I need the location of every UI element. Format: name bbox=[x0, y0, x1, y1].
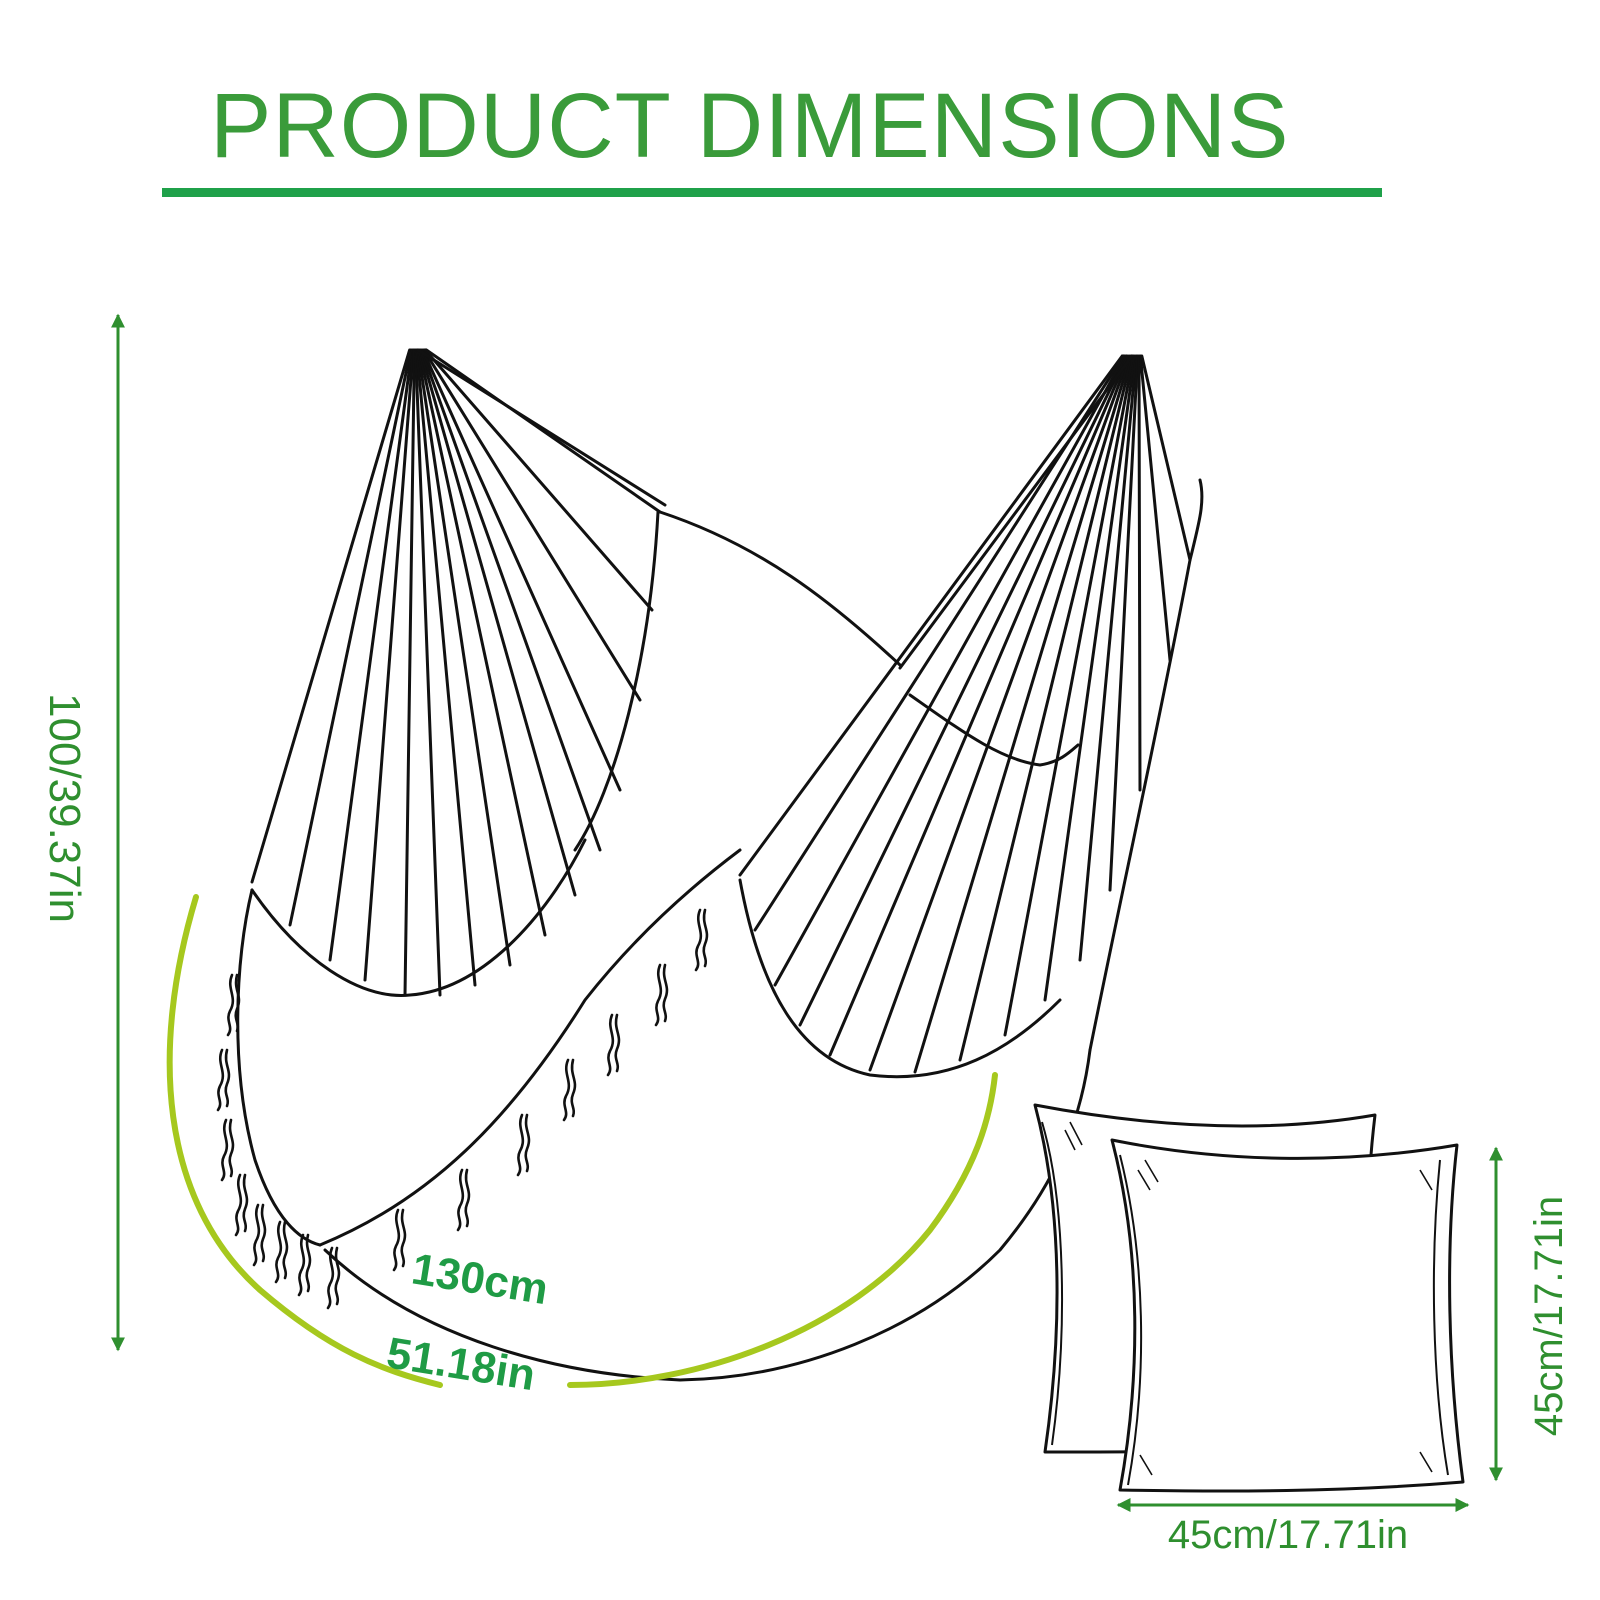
fringe-tassel-1 bbox=[226, 973, 241, 1037]
right-rope-13 bbox=[1137, 354, 1142, 792]
right-rope-14 bbox=[1138, 354, 1172, 662]
hammock-chair-drawing bbox=[216, 348, 1204, 1382]
fringe-tassel-4 bbox=[234, 1173, 249, 1237]
hammock-inner-fold bbox=[908, 693, 1080, 767]
right-rope-1 bbox=[738, 354, 1124, 877]
arc-dimension-line bbox=[166, 894, 998, 1388]
right-rope-3 bbox=[773, 354, 1127, 987]
left-suspension-ropes bbox=[250, 348, 667, 997]
right-rope-15 bbox=[1140, 354, 1192, 562]
fringe-tassel-15 bbox=[694, 908, 709, 972]
left-rope-9 bbox=[417, 348, 547, 937]
left-rope-4 bbox=[363, 348, 415, 982]
right-rope-10 bbox=[1043, 354, 1137, 1002]
left-rope-14 bbox=[423, 348, 654, 612]
left-rope-12 bbox=[421, 348, 622, 792]
pillow-height-label: 45cm/17.71in bbox=[1527, 1196, 1571, 1436]
hammock-fringe-tassels bbox=[216, 908, 709, 1310]
hammock-top-edge bbox=[658, 510, 902, 667]
left-rope-3 bbox=[328, 348, 414, 962]
left-rope-6 bbox=[414, 348, 442, 997]
hammock-bottom-curve bbox=[323, 1048, 1092, 1382]
fringe-tassel-5 bbox=[252, 1203, 267, 1267]
fringe-tassel-8 bbox=[326, 1246, 341, 1310]
left-rope-2 bbox=[288, 348, 413, 927]
arc-length-cm-label: 130cm bbox=[408, 1244, 551, 1314]
right-rope-inner-edge bbox=[898, 354, 1134, 670]
left-rope-8 bbox=[416, 348, 512, 967]
arc-length-in-label: 51.18in bbox=[383, 1328, 538, 1400]
left-rope-11 bbox=[420, 348, 602, 852]
right-rope-8 bbox=[958, 354, 1134, 1062]
pillow-front bbox=[1110, 1138, 1465, 1493]
fringe-tassel-10 bbox=[456, 1168, 471, 1232]
right-suspension-ropes bbox=[738, 354, 1192, 1074]
right-rope-4 bbox=[798, 354, 1128, 1027]
right-rope-12 bbox=[1108, 354, 1140, 892]
fringe-tassel-3 bbox=[220, 1118, 235, 1182]
page-title: PRODUCT DIMENSIONS bbox=[210, 75, 1290, 177]
title-underline bbox=[162, 188, 1382, 197]
fringe-tassel-2 bbox=[216, 1048, 231, 1112]
left-rope-1 bbox=[250, 348, 412, 884]
left-rope-5 bbox=[403, 348, 416, 997]
right-rope-9 bbox=[1003, 354, 1135, 1037]
left-rope-top-edge bbox=[416, 348, 667, 507]
right-rope-5 bbox=[828, 354, 1130, 1057]
left-rope-10 bbox=[418, 348, 577, 897]
hammock-right-side bbox=[1088, 478, 1204, 1052]
fringe-tassel-11 bbox=[516, 1113, 531, 1177]
left-rope-15 bbox=[424, 348, 662, 514]
fringe-tassel-6 bbox=[274, 1220, 289, 1284]
height-label: 100/39.37in bbox=[40, 693, 89, 923]
fringe-tassel-13 bbox=[606, 1013, 621, 1077]
right-rope-6 bbox=[868, 354, 1131, 1072]
fringe-tassel-12 bbox=[562, 1058, 577, 1122]
right-rope-7 bbox=[913, 354, 1133, 1074]
hammock-fringe-edge bbox=[318, 848, 742, 1247]
left-rope-13 bbox=[422, 348, 642, 702]
fringe-tassel-14 bbox=[654, 963, 669, 1027]
hammock-left-edge bbox=[573, 510, 660, 852]
left-rope-7 bbox=[415, 348, 477, 987]
hammock-front-lip bbox=[236, 888, 322, 1247]
fringe-tassel-9 bbox=[392, 1208, 407, 1272]
fringe-tassel-7 bbox=[297, 1233, 312, 1297]
hammock-right-pocket bbox=[738, 878, 1062, 1079]
right-rope-11 bbox=[1078, 354, 1138, 962]
pillow-width-label: 45cm/17.71in bbox=[1168, 1513, 1408, 1557]
hammock-left-pocket bbox=[250, 838, 587, 997]
